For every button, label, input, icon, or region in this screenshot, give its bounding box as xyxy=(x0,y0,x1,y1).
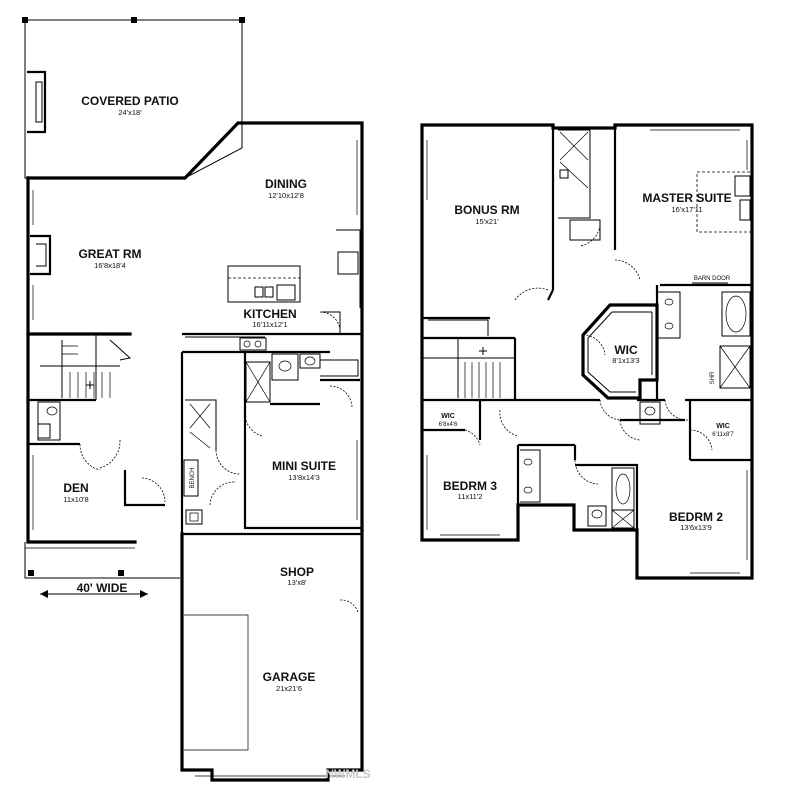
lower-stair xyxy=(40,339,132,398)
master-wic-label: WIC xyxy=(614,343,638,357)
laundry-area xyxy=(245,353,359,403)
dining-label: DINING xyxy=(265,177,307,191)
den-dims: 11x10'8 xyxy=(63,495,88,504)
shop-dims: 13'x8' xyxy=(287,578,307,587)
master-wic-walls xyxy=(581,303,659,400)
master-suite-label: MASTER SUITE xyxy=(642,191,731,205)
main-floor-walls xyxy=(26,121,364,544)
master-bath-fixtures: SHR xyxy=(639,291,751,425)
great-rm-dims: 16'8x18'4 xyxy=(94,261,126,270)
front-porch xyxy=(24,542,180,579)
upper-floor-walls xyxy=(420,123,754,580)
garage-structure xyxy=(180,528,364,782)
kitchen-counters xyxy=(181,229,361,400)
great-rm-label: GREAT RM xyxy=(78,247,141,261)
barn-door-label: BARN DOOR xyxy=(694,276,731,282)
garage-dims: 21x21'6 xyxy=(276,684,302,693)
bed2-wic-dims: 6'11x8'7 xyxy=(712,432,734,438)
lower-floor: BENCH xyxy=(22,17,364,782)
kitchen-label: KITCHEN xyxy=(243,307,296,321)
shop-label: SHOP xyxy=(280,565,314,579)
bed3-wic-label: WIC xyxy=(441,413,455,420)
watermark: NWMLS xyxy=(325,767,370,781)
upper-door-swings xyxy=(464,224,713,485)
linen-closet xyxy=(558,129,601,241)
bedrm-2-dims: 13'6x13'9 xyxy=(680,523,712,532)
master-fireplace xyxy=(696,171,753,233)
den-label: DEN xyxy=(63,481,88,495)
shower-mark: SHR xyxy=(710,371,716,384)
covered-patio-dims: 24'x18' xyxy=(118,108,142,117)
powder-bath xyxy=(37,401,61,441)
mini-suite-label: MINI SUITE xyxy=(272,459,336,473)
dining-dims: 12'10x12'8 xyxy=(268,191,304,200)
hall-bath-fixtures xyxy=(520,449,635,529)
bench-built-in: BENCH xyxy=(183,459,199,497)
barn-door: BARN DOOR xyxy=(692,276,731,284)
bedrm-2-label: BEDRM 2 xyxy=(669,510,723,524)
upper-stair xyxy=(422,319,515,398)
lot-width-label: 40' WIDE xyxy=(77,581,128,595)
bonus-rm-dims: 15'x21' xyxy=(475,217,499,226)
kitchen-island xyxy=(227,265,301,303)
stool-box xyxy=(185,509,203,525)
bed2-wic-label: WIC xyxy=(716,423,730,430)
bedrm-3-dims: 11x11'2 xyxy=(458,492,483,501)
master-wic-dims: 8'1x13'3 xyxy=(612,356,639,365)
coat-closet xyxy=(185,399,217,450)
bedrm-3-label: BEDRM 3 xyxy=(443,479,497,493)
lot-width-dimension: 40' WIDE xyxy=(40,581,148,598)
bench-label: BENCH xyxy=(190,467,196,488)
lower-door-swings xyxy=(79,311,359,613)
upper-window-marks xyxy=(426,129,748,574)
exterior-window-marks xyxy=(32,140,358,530)
master-suite-dims: 16'x17'11 xyxy=(671,205,702,214)
bed3-wic-dims: 6'8x4'6 xyxy=(439,422,458,428)
mini-suite-dims: 13'8x14'3 xyxy=(288,473,320,482)
garage-label: GARAGE xyxy=(263,670,316,684)
kitchen-dims: 16'11x12'1 xyxy=(252,320,287,329)
upper-floor: SHR BARN DOOR xyxy=(420,123,754,580)
covered-patio-label: COVERED PATIO xyxy=(81,94,179,108)
great-room-fireplace xyxy=(30,234,52,276)
bonus-rm-label: BONUS RM xyxy=(454,203,519,217)
